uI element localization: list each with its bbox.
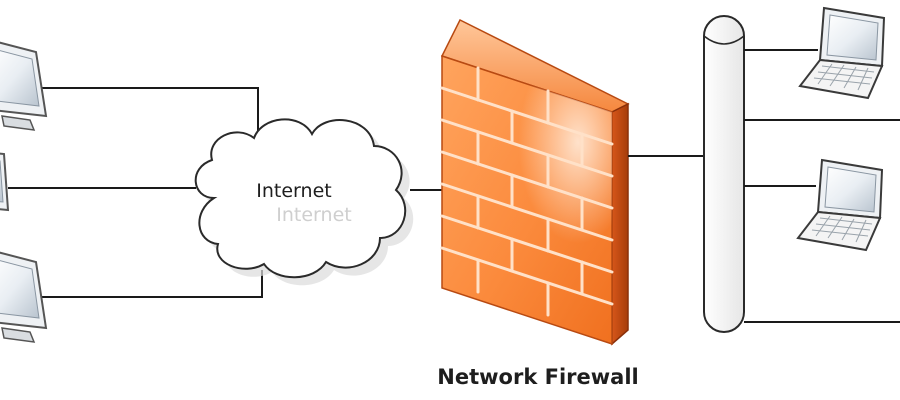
firewall-caption: Network Firewall <box>437 365 638 389</box>
external-wires <box>8 87 442 298</box>
firewall-side-face <box>611 102 629 346</box>
firewall-brick-mortar <box>440 66 614 317</box>
wire-desktop-1 <box>40 87 259 140</box>
laptop-icon <box>796 158 884 252</box>
desktop-monitor-icon <box>0 251 48 343</box>
cloud-body <box>194 118 407 279</box>
desktop-monitor-icon <box>0 152 10 212</box>
cloud-icon: Internet Internet <box>194 118 414 286</box>
internet-label-reflection: Internet <box>276 204 351 226</box>
laptop-icon <box>798 6 886 100</box>
desktop-monitor-icon <box>0 41 48 131</box>
internal-wires <box>744 49 900 323</box>
brick-wall-icon: Network Firewall <box>437 18 639 389</box>
internet-label: Internet <box>256 180 331 202</box>
wire-desktop-3 <box>40 270 263 298</box>
network-bus-icon <box>703 15 745 333</box>
